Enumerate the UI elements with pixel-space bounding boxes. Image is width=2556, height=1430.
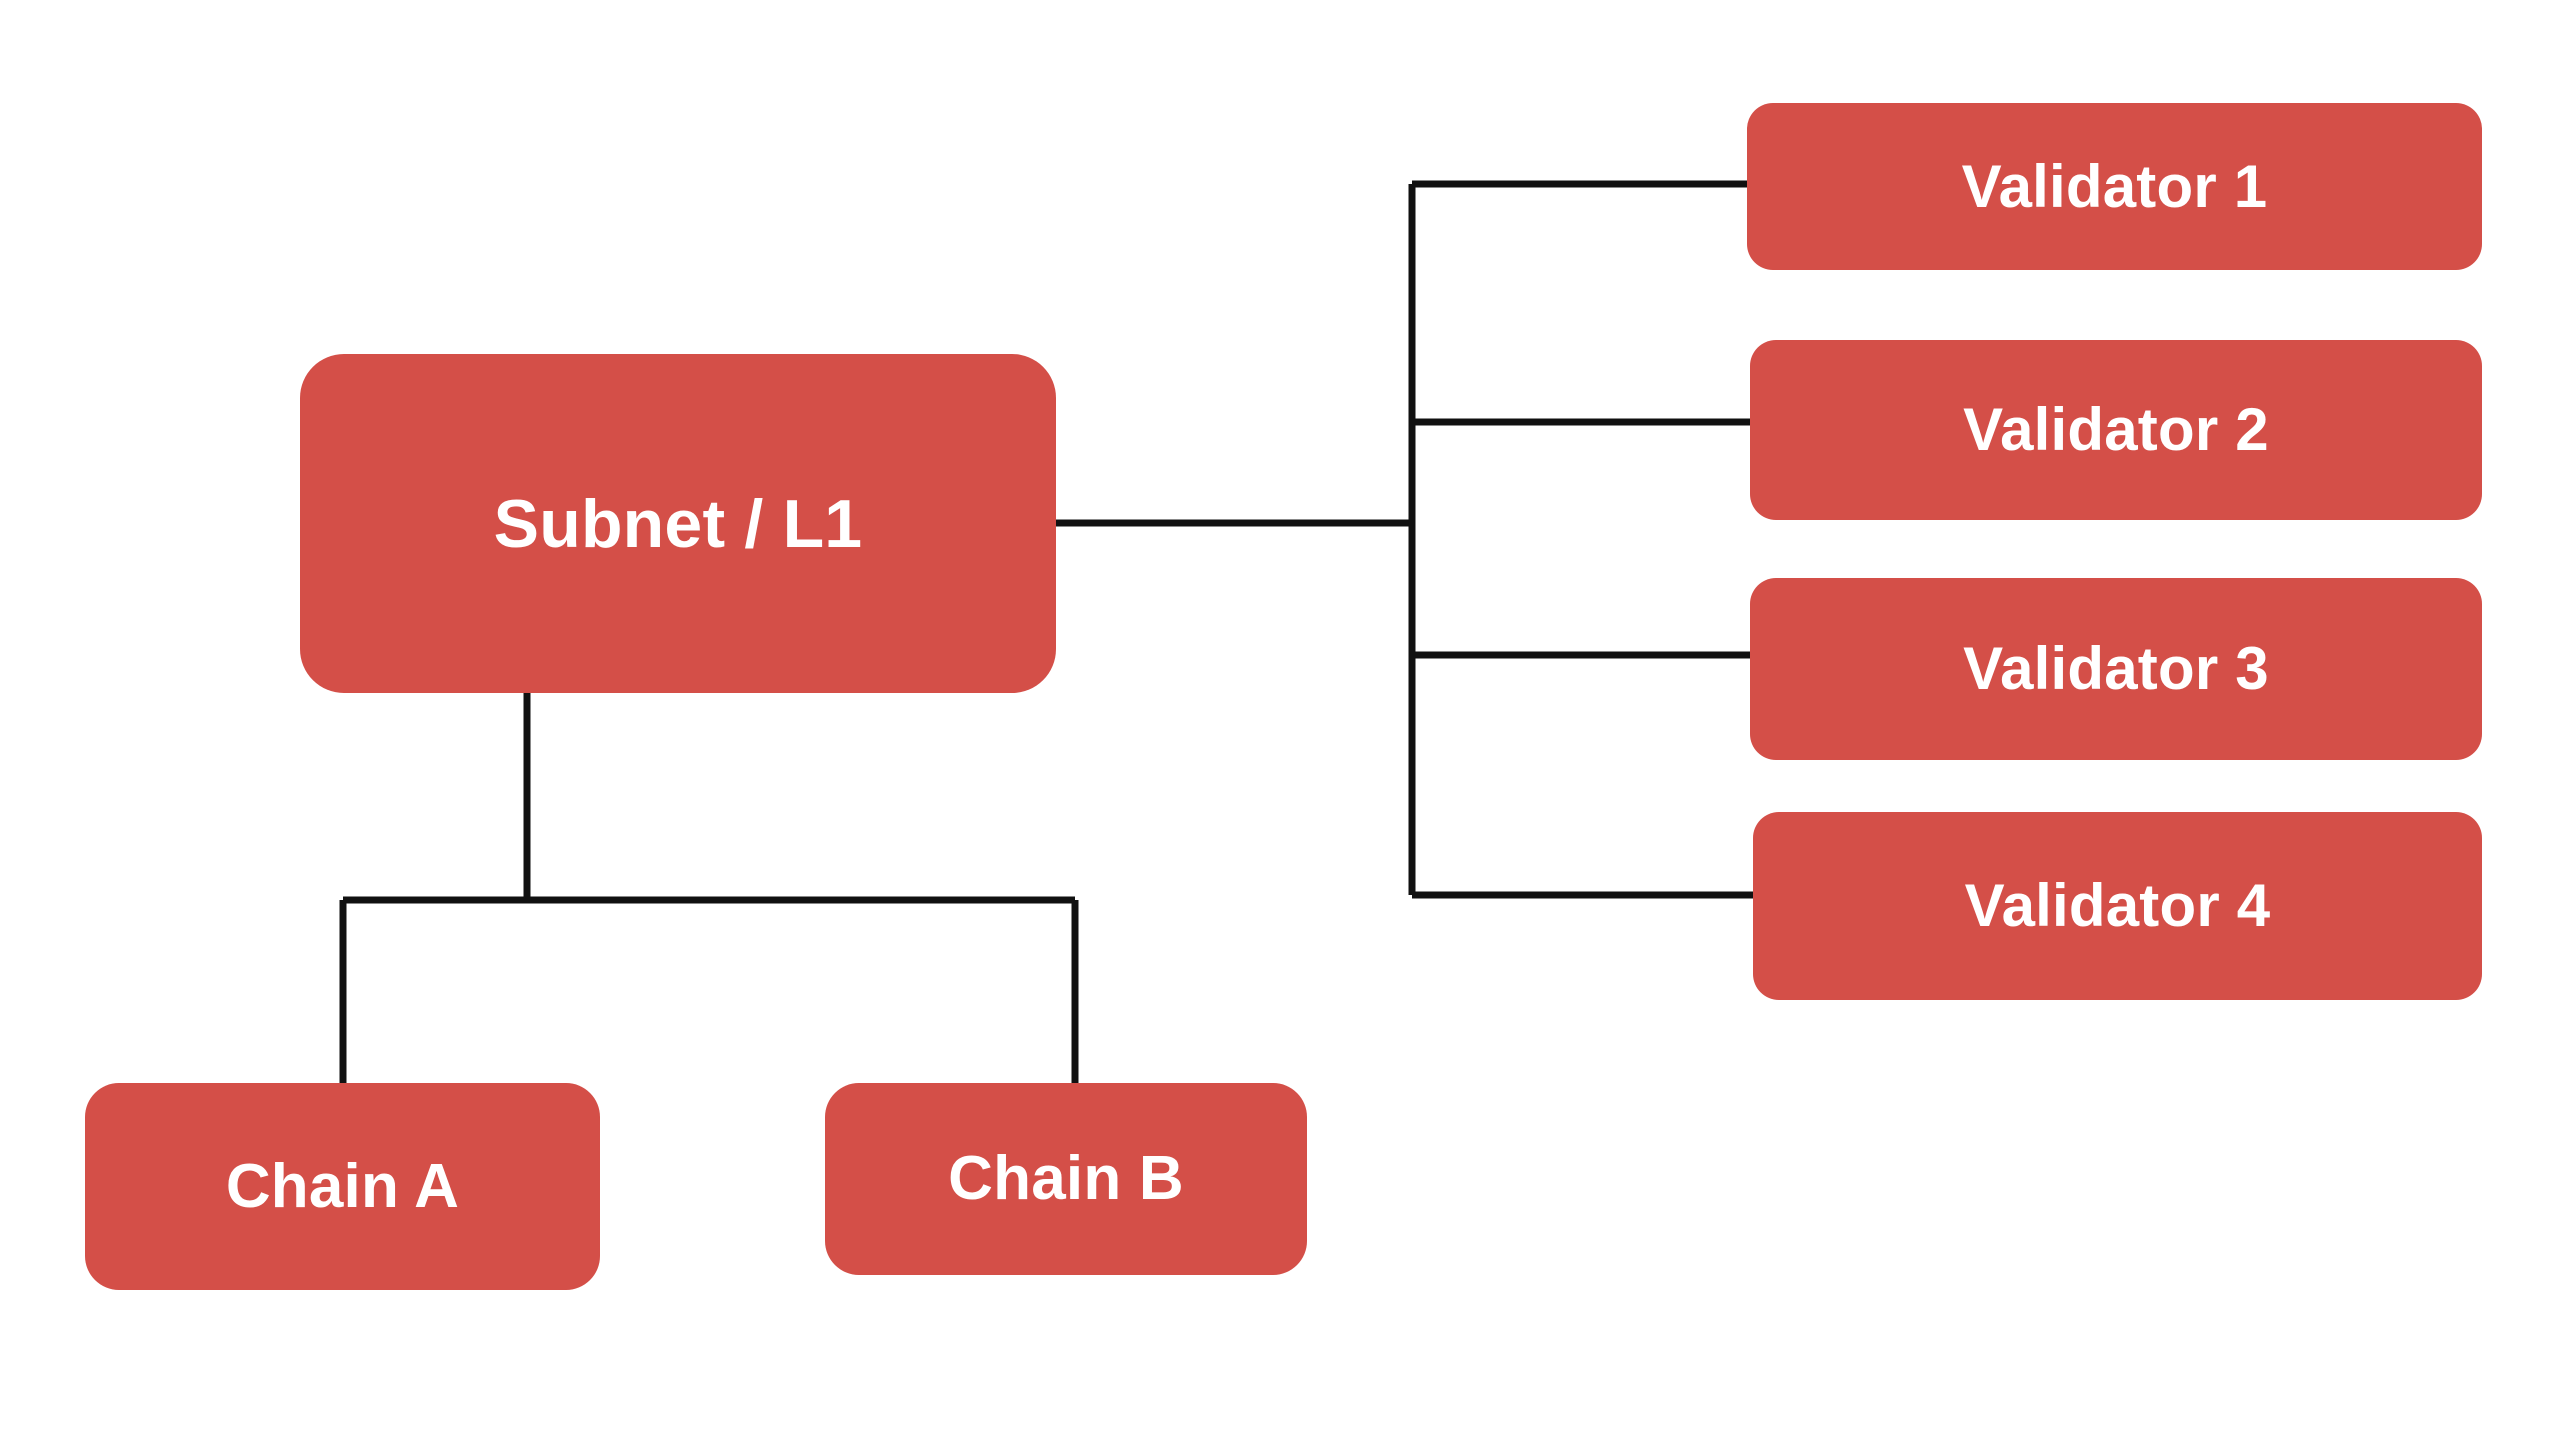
node-subnet-l1[interactable]: Subnet / L1: [300, 354, 1056, 693]
node-chain-a-label: Chain A: [225, 1151, 460, 1221]
node-validator-1[interactable]: Validator 1: [1747, 103, 2482, 270]
node-validator-1-label: Validator 1: [1961, 152, 2268, 220]
node-validator-4[interactable]: Validator 4: [1753, 812, 2482, 1000]
node-validator-2-label: Validator 2: [1963, 396, 2269, 463]
node-chain-a[interactable]: Chain A: [85, 1083, 600, 1290]
node-chain-b-label: Chain B: [948, 1144, 1184, 1213]
node-validator-2[interactable]: Validator 2: [1750, 340, 2482, 520]
node-subnet-l1-label: Subnet / L1: [493, 485, 863, 562]
node-validator-4-label: Validator 4: [1964, 872, 2271, 939]
node-chain-b[interactable]: Chain B: [825, 1083, 1307, 1275]
node-validator-3[interactable]: Validator 3: [1750, 578, 2482, 760]
node-validator-3-label: Validator 3: [1963, 635, 2269, 702]
